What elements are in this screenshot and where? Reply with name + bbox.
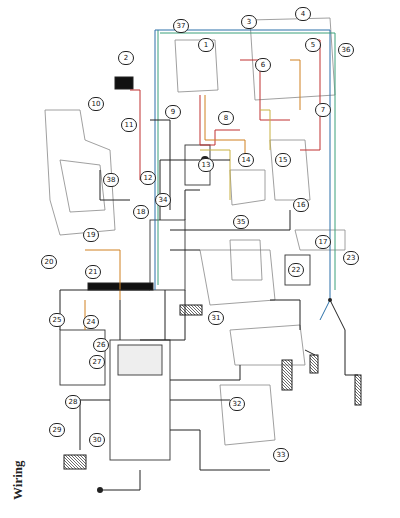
callout-number: 36: [338, 43, 354, 57]
callout-number: 22: [288, 263, 304, 277]
callout-number: 1: [198, 38, 214, 52]
callout-number: 15: [275, 153, 291, 167]
callout-number: 21: [85, 265, 101, 279]
callout-number: 34: [155, 193, 171, 207]
pcb-boards: [60, 145, 310, 460]
callout-number: 24: [83, 315, 99, 329]
callout-number: 19: [83, 228, 99, 242]
callout-number: 23: [343, 251, 359, 265]
callout-number: 28: [65, 395, 81, 409]
callout-number: 33: [273, 448, 289, 462]
callout-number: 38: [103, 173, 119, 187]
callout-number: 9: [165, 105, 181, 119]
callout-number: 4: [295, 7, 311, 21]
callout-number: 31: [208, 311, 224, 325]
callout-number: 29: [49, 423, 65, 437]
callout-number: 27: [89, 355, 105, 369]
callout-number: 6: [255, 58, 271, 72]
callout-number: 18: [133, 205, 149, 219]
callout-number: 14: [238, 153, 254, 167]
callout-number: 10: [88, 97, 104, 111]
callout-number: 12: [140, 171, 156, 185]
callout-number: 2: [118, 51, 134, 65]
page-title: Wiring: [10, 461, 26, 501]
callout-number: 25: [49, 313, 65, 327]
callout-number: 13: [198, 158, 214, 172]
callout-number: 37: [173, 19, 189, 33]
callout-number: 8: [218, 111, 234, 125]
callout-number: 26: [93, 338, 109, 352]
callout-number: 11: [121, 118, 137, 132]
wires: [60, 30, 358, 490]
callout-number: 5: [305, 38, 321, 52]
connectors: [64, 77, 361, 469]
callout-number: 30: [89, 433, 105, 447]
callout-number: 35: [233, 215, 249, 229]
callout-number: 20: [41, 255, 57, 269]
ground-screws: [97, 156, 332, 493]
callout-number: 17: [315, 235, 331, 249]
component-outlines: [45, 18, 345, 445]
callout-number: 32: [229, 397, 245, 411]
callout-number: 7: [315, 103, 331, 117]
callout-number: 16: [293, 198, 309, 212]
callout-number: 3: [241, 15, 257, 29]
